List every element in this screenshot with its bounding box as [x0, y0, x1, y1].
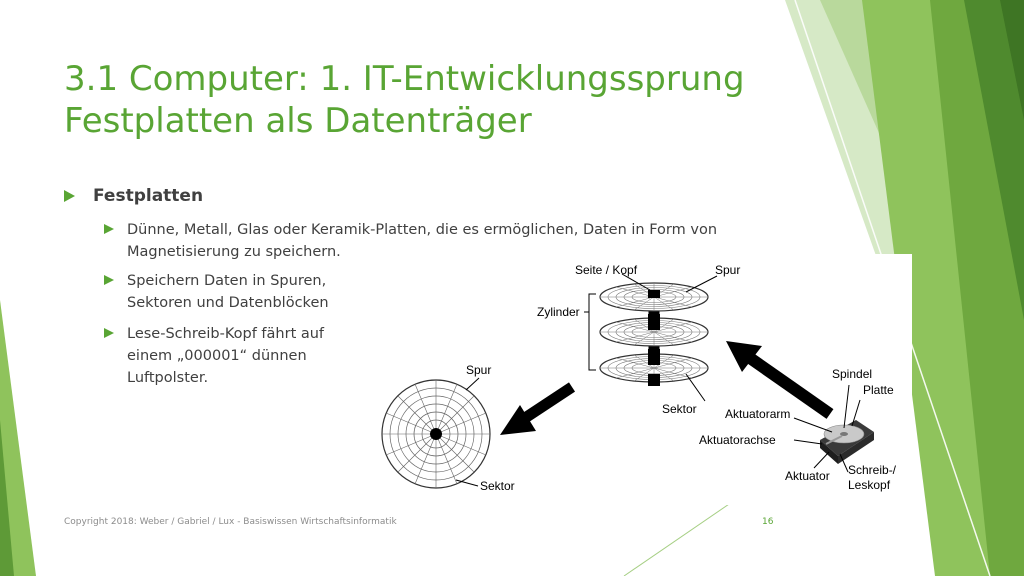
label-platte: Platte — [863, 383, 894, 397]
label-leskopf: Leskopf — [848, 478, 891, 492]
flat-disk — [381, 379, 491, 489]
bullet-arrow-icon — [64, 190, 75, 202]
bullet-arrow-icon — [104, 328, 114, 338]
footer-copyright: Copyright 2018: Weber / Gabriel / Lux - … — [64, 517, 397, 527]
bullet-main-text: Festplatten — [93, 186, 204, 206]
bullet-arrow-icon — [104, 224, 114, 234]
leader-lines — [455, 273, 861, 487]
title-line-1: 3.1 Computer: 1. IT-Entwicklungssprung — [64, 59, 745, 99]
label-sektor-bottom: Sektor — [480, 479, 515, 493]
label-spur-top: Spur — [715, 263, 740, 277]
sub-bullet-text: Dünne, Metall, Glas oder Keramik-Platten… — [127, 222, 718, 260]
bullet-arrow-icon — [104, 275, 114, 285]
label-sektor-mid: Sektor — [662, 402, 697, 416]
label-seite-kopf: Seite / Kopf — [575, 263, 638, 277]
diagram-svg: Seite / Kopf Spur Zylinder Sektor Spur S… — [381, 263, 897, 493]
label-spur-left: Spur — [466, 363, 491, 377]
platter-stack — [584, 282, 709, 386]
sub-bullet-text: Speichern Daten in Spuren, Sektoren und … — [127, 273, 329, 311]
hard-drive-image — [820, 420, 874, 464]
arrow-to-flat-disk — [500, 382, 576, 435]
label-aktuator: Aktuator — [785, 469, 830, 483]
hard-disk-diagram: Seite / Kopf Spur Zylinder Sektor Spur S… — [374, 254, 912, 505]
sub-bullet-text: Lese-Schreib-Kopf fährt auf einem „00000… — [127, 326, 325, 386]
label-spindel: Spindel — [832, 367, 872, 381]
label-schreib: Schreib-/ — [848, 463, 897, 477]
arrow-to-platters — [726, 341, 834, 419]
label-zylinder: Zylinder — [537, 305, 580, 319]
title-line-2: Festplatten als Datenträger — [64, 101, 532, 141]
label-aktuatorachse: Aktuatorachse — [699, 433, 776, 447]
page-number: 16 — [762, 517, 774, 527]
slide-title: 3.1 Computer: 1. IT-Entwicklungssprung F… — [64, 58, 745, 142]
label-aktuatorarm: Aktuatorarm — [725, 407, 790, 421]
